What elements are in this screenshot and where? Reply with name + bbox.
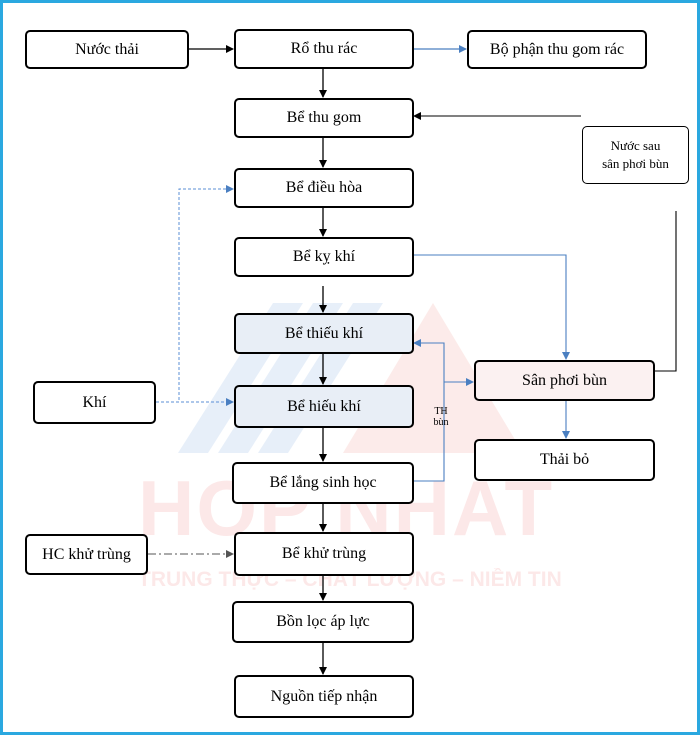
- arrow-belang-tuanhoan: [413, 339, 445, 482]
- node-hc-khu-trung: HC khử trùng: [25, 534, 148, 575]
- node-bon-loc-ap-luc: Bồn lọc áp lực: [232, 601, 414, 643]
- node-be-hieu-khi: Bể hiếu khí: [234, 385, 414, 428]
- arrow-nuocsau-bethugom: [655, 211, 677, 372]
- nuoc-sau-line-1: Nước sau: [610, 138, 661, 153]
- nuoc-sau-line-2: sân phơi bùn: [602, 156, 669, 171]
- label-th-bun: TH bùn: [427, 406, 455, 428]
- label-bun: bùn: [433, 417, 449, 428]
- node-bo-phan-thu-gom-rac: Bộ phận thu gom rác: [467, 30, 647, 69]
- connector-layer: [148, 45, 677, 675]
- node-nuoc-sau-san-phoi-bun: Nước sau sân phơi bùn: [582, 126, 689, 184]
- node-be-thu-gom: Bể thu gom: [234, 98, 414, 138]
- node-be-thieu-khi: Bể thiếu khí: [234, 313, 414, 354]
- node-nuoc-thai: Nước thải: [25, 30, 189, 69]
- node-be-lang-sinh-hoc: Bể lắng sinh học: [232, 462, 414, 504]
- arrow-bekykhi-sanphoibun: [414, 254, 570, 360]
- node-thai-bo: Thải bỏ: [474, 439, 655, 481]
- node-be-ky-khi: Bể kỵ khí: [234, 237, 414, 277]
- arrow-khi-bedieuhoa: [156, 185, 234, 403]
- node-be-khu-trung: Bể khử trùng: [234, 532, 414, 576]
- label-th: TH: [434, 406, 448, 417]
- node-be-dieu-hoa: Bể điều hòa: [234, 168, 414, 208]
- node-khi: Khí: [33, 381, 156, 424]
- node-ro-thu-rac: Rổ thu rác: [234, 29, 414, 69]
- node-san-phoi-bun: Sân phơi bùn: [474, 360, 655, 401]
- node-nguon-tiep-nhan: Nguồn tiếp nhận: [234, 675, 414, 718]
